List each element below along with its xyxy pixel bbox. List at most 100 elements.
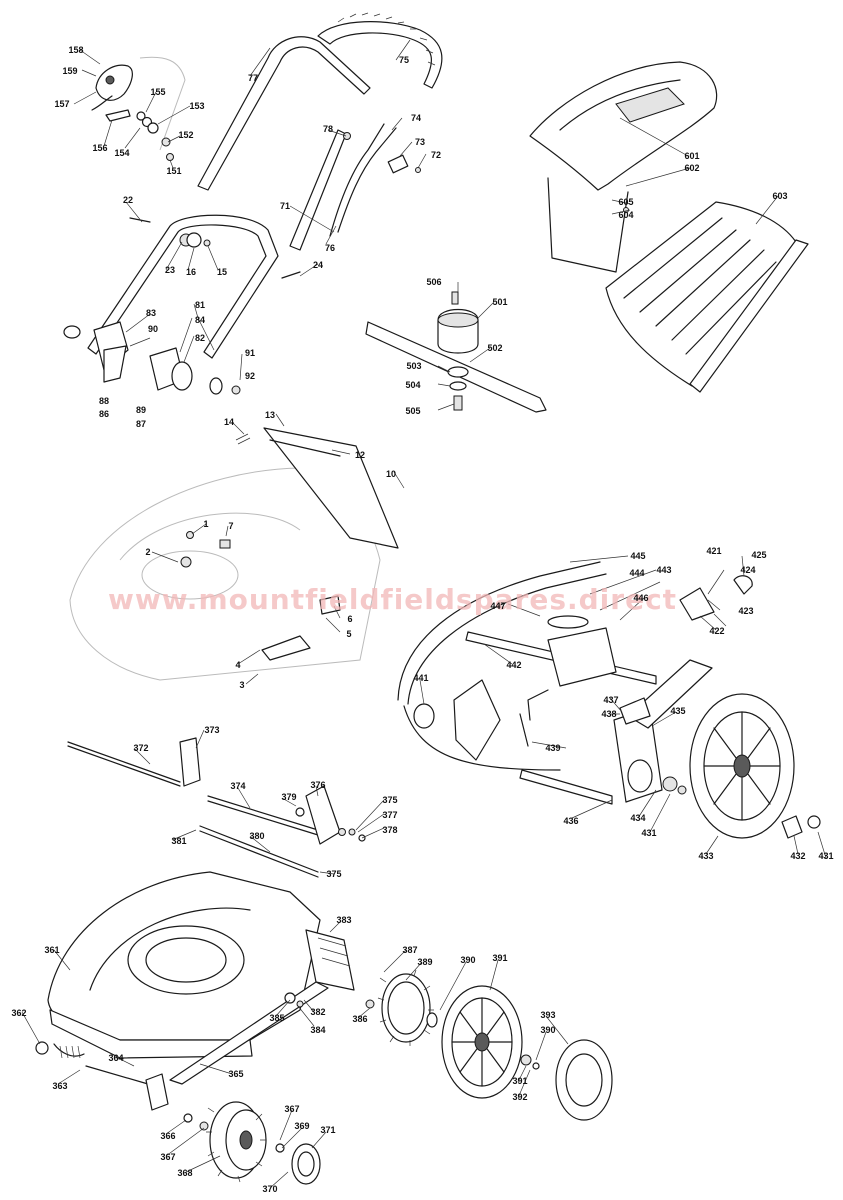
throttle-lever-group — [91, 56, 186, 161]
part-label-23: 23 — [164, 265, 176, 275]
part-label-158: 158 — [68, 45, 84, 55]
part-label-437: 437 — [603, 695, 619, 705]
part-label-365: 365 — [228, 1069, 244, 1079]
part-label-369: 369 — [294, 1121, 310, 1131]
part-label-604: 604 — [618, 210, 634, 220]
part-label-83: 83 — [145, 308, 157, 318]
part-label-389: 389 — [417, 957, 433, 967]
part-label-502: 502 — [487, 343, 503, 353]
part-label-504: 504 — [405, 380, 421, 390]
part-label-2: 2 — [145, 547, 151, 557]
part-label-379: 379 — [281, 792, 297, 802]
part-label-377: 377 — [382, 810, 398, 820]
part-label-15: 15 — [216, 267, 228, 277]
rear-flap-group — [69, 427, 399, 681]
upper-handle-group — [197, 12, 443, 251]
part-label-445: 445 — [630, 551, 646, 561]
part-label-602: 602 — [684, 163, 700, 173]
part-label-387: 387 — [402, 945, 418, 955]
part-label-86: 86 — [98, 409, 110, 419]
part-label-432: 432 — [790, 851, 806, 861]
part-label-503: 503 — [406, 361, 422, 371]
part-label-391a: 391 — [492, 953, 508, 963]
part-label-362: 362 — [11, 1008, 27, 1018]
part-label-1: 1 — [203, 519, 209, 529]
part-label-24: 24 — [312, 260, 324, 270]
part-label-435: 435 — [670, 706, 686, 716]
part-label-6: 6 — [347, 614, 353, 624]
part-label-22: 22 — [122, 195, 134, 205]
part-label-156: 156 — [92, 143, 108, 153]
part-label-425: 425 — [751, 550, 767, 560]
part-label-366: 366 — [160, 1131, 176, 1141]
part-label-90: 90 — [147, 324, 159, 334]
part-label-72: 72 — [430, 150, 442, 160]
axle-rods-group — [67, 737, 366, 878]
part-label-76: 76 — [324, 243, 336, 253]
part-label-381: 381 — [171, 836, 187, 846]
blade-group — [365, 291, 547, 413]
part-label-390b: 390 — [540, 1025, 556, 1035]
part-label-367a: 367 — [160, 1152, 176, 1162]
part-label-89: 89 — [135, 405, 147, 415]
part-label-154: 154 — [114, 148, 130, 158]
part-label-434: 434 — [630, 813, 646, 823]
part-label-364: 364 — [108, 1053, 124, 1063]
part-label-155: 155 — [150, 87, 166, 97]
part-label-442: 442 — [506, 660, 522, 670]
front-wheel-group — [183, 1101, 321, 1185]
part-label-363: 363 — [52, 1081, 68, 1091]
part-label-382: 382 — [310, 1007, 326, 1017]
part-label-444: 444 — [629, 568, 645, 578]
part-label-433: 433 — [698, 851, 714, 861]
part-label-391b: 391 — [512, 1076, 528, 1086]
part-label-386: 386 — [352, 1014, 368, 1024]
part-label-501: 501 — [492, 297, 508, 307]
lower-handle-group — [63, 214, 301, 395]
mower-deck-group — [35, 871, 355, 1111]
part-label-393: 393 — [540, 1010, 556, 1020]
part-label-77: 77 — [247, 73, 259, 83]
part-label-88: 88 — [98, 396, 110, 406]
part-label-4: 4 — [235, 660, 241, 670]
part-label-441: 441 — [413, 673, 429, 683]
part-label-82: 82 — [194, 333, 206, 343]
part-label-14: 14 — [223, 417, 235, 427]
part-label-423: 423 — [738, 606, 754, 616]
part-label-74: 74 — [410, 113, 422, 123]
watermark-text: www.mountfieldfieldspares.direct — [108, 583, 678, 616]
part-label-438: 438 — [601, 709, 617, 719]
part-label-12: 12 — [354, 450, 366, 460]
part-label-375a: 375 — [382, 795, 398, 805]
part-label-361: 361 — [44, 945, 60, 955]
part-label-87: 87 — [135, 419, 147, 429]
part-label-13: 13 — [264, 410, 276, 420]
part-label-380: 380 — [249, 831, 265, 841]
part-label-3: 3 — [239, 680, 245, 690]
part-label-370: 370 — [262, 1184, 278, 1194]
part-label-159: 159 — [62, 66, 78, 76]
part-label-421: 421 — [706, 546, 722, 556]
part-label-71: 71 — [279, 201, 291, 211]
part-label-436: 436 — [563, 816, 579, 826]
rear-wheel-391-group — [365, 969, 613, 1121]
part-label-431b: 431 — [818, 851, 834, 861]
rear-wheel-group — [689, 693, 821, 839]
part-label-73: 73 — [414, 137, 426, 147]
part-label-392: 392 — [512, 1092, 528, 1102]
part-label-422: 422 — [709, 626, 725, 636]
part-label-446: 446 — [633, 593, 649, 603]
part-label-81: 81 — [194, 300, 206, 310]
part-label-157: 157 — [54, 99, 70, 109]
part-label-75: 75 — [398, 55, 410, 65]
part-label-374: 374 — [230, 781, 246, 791]
part-label-385: 385 — [269, 1013, 285, 1023]
part-label-378: 378 — [382, 825, 398, 835]
part-label-605: 605 — [618, 197, 634, 207]
part-label-153: 153 — [189, 101, 205, 111]
drive-gearbox-group — [397, 561, 753, 805]
part-label-376: 376 — [310, 780, 326, 790]
part-label-152: 152 — [178, 130, 194, 140]
part-label-5: 5 — [346, 629, 352, 639]
